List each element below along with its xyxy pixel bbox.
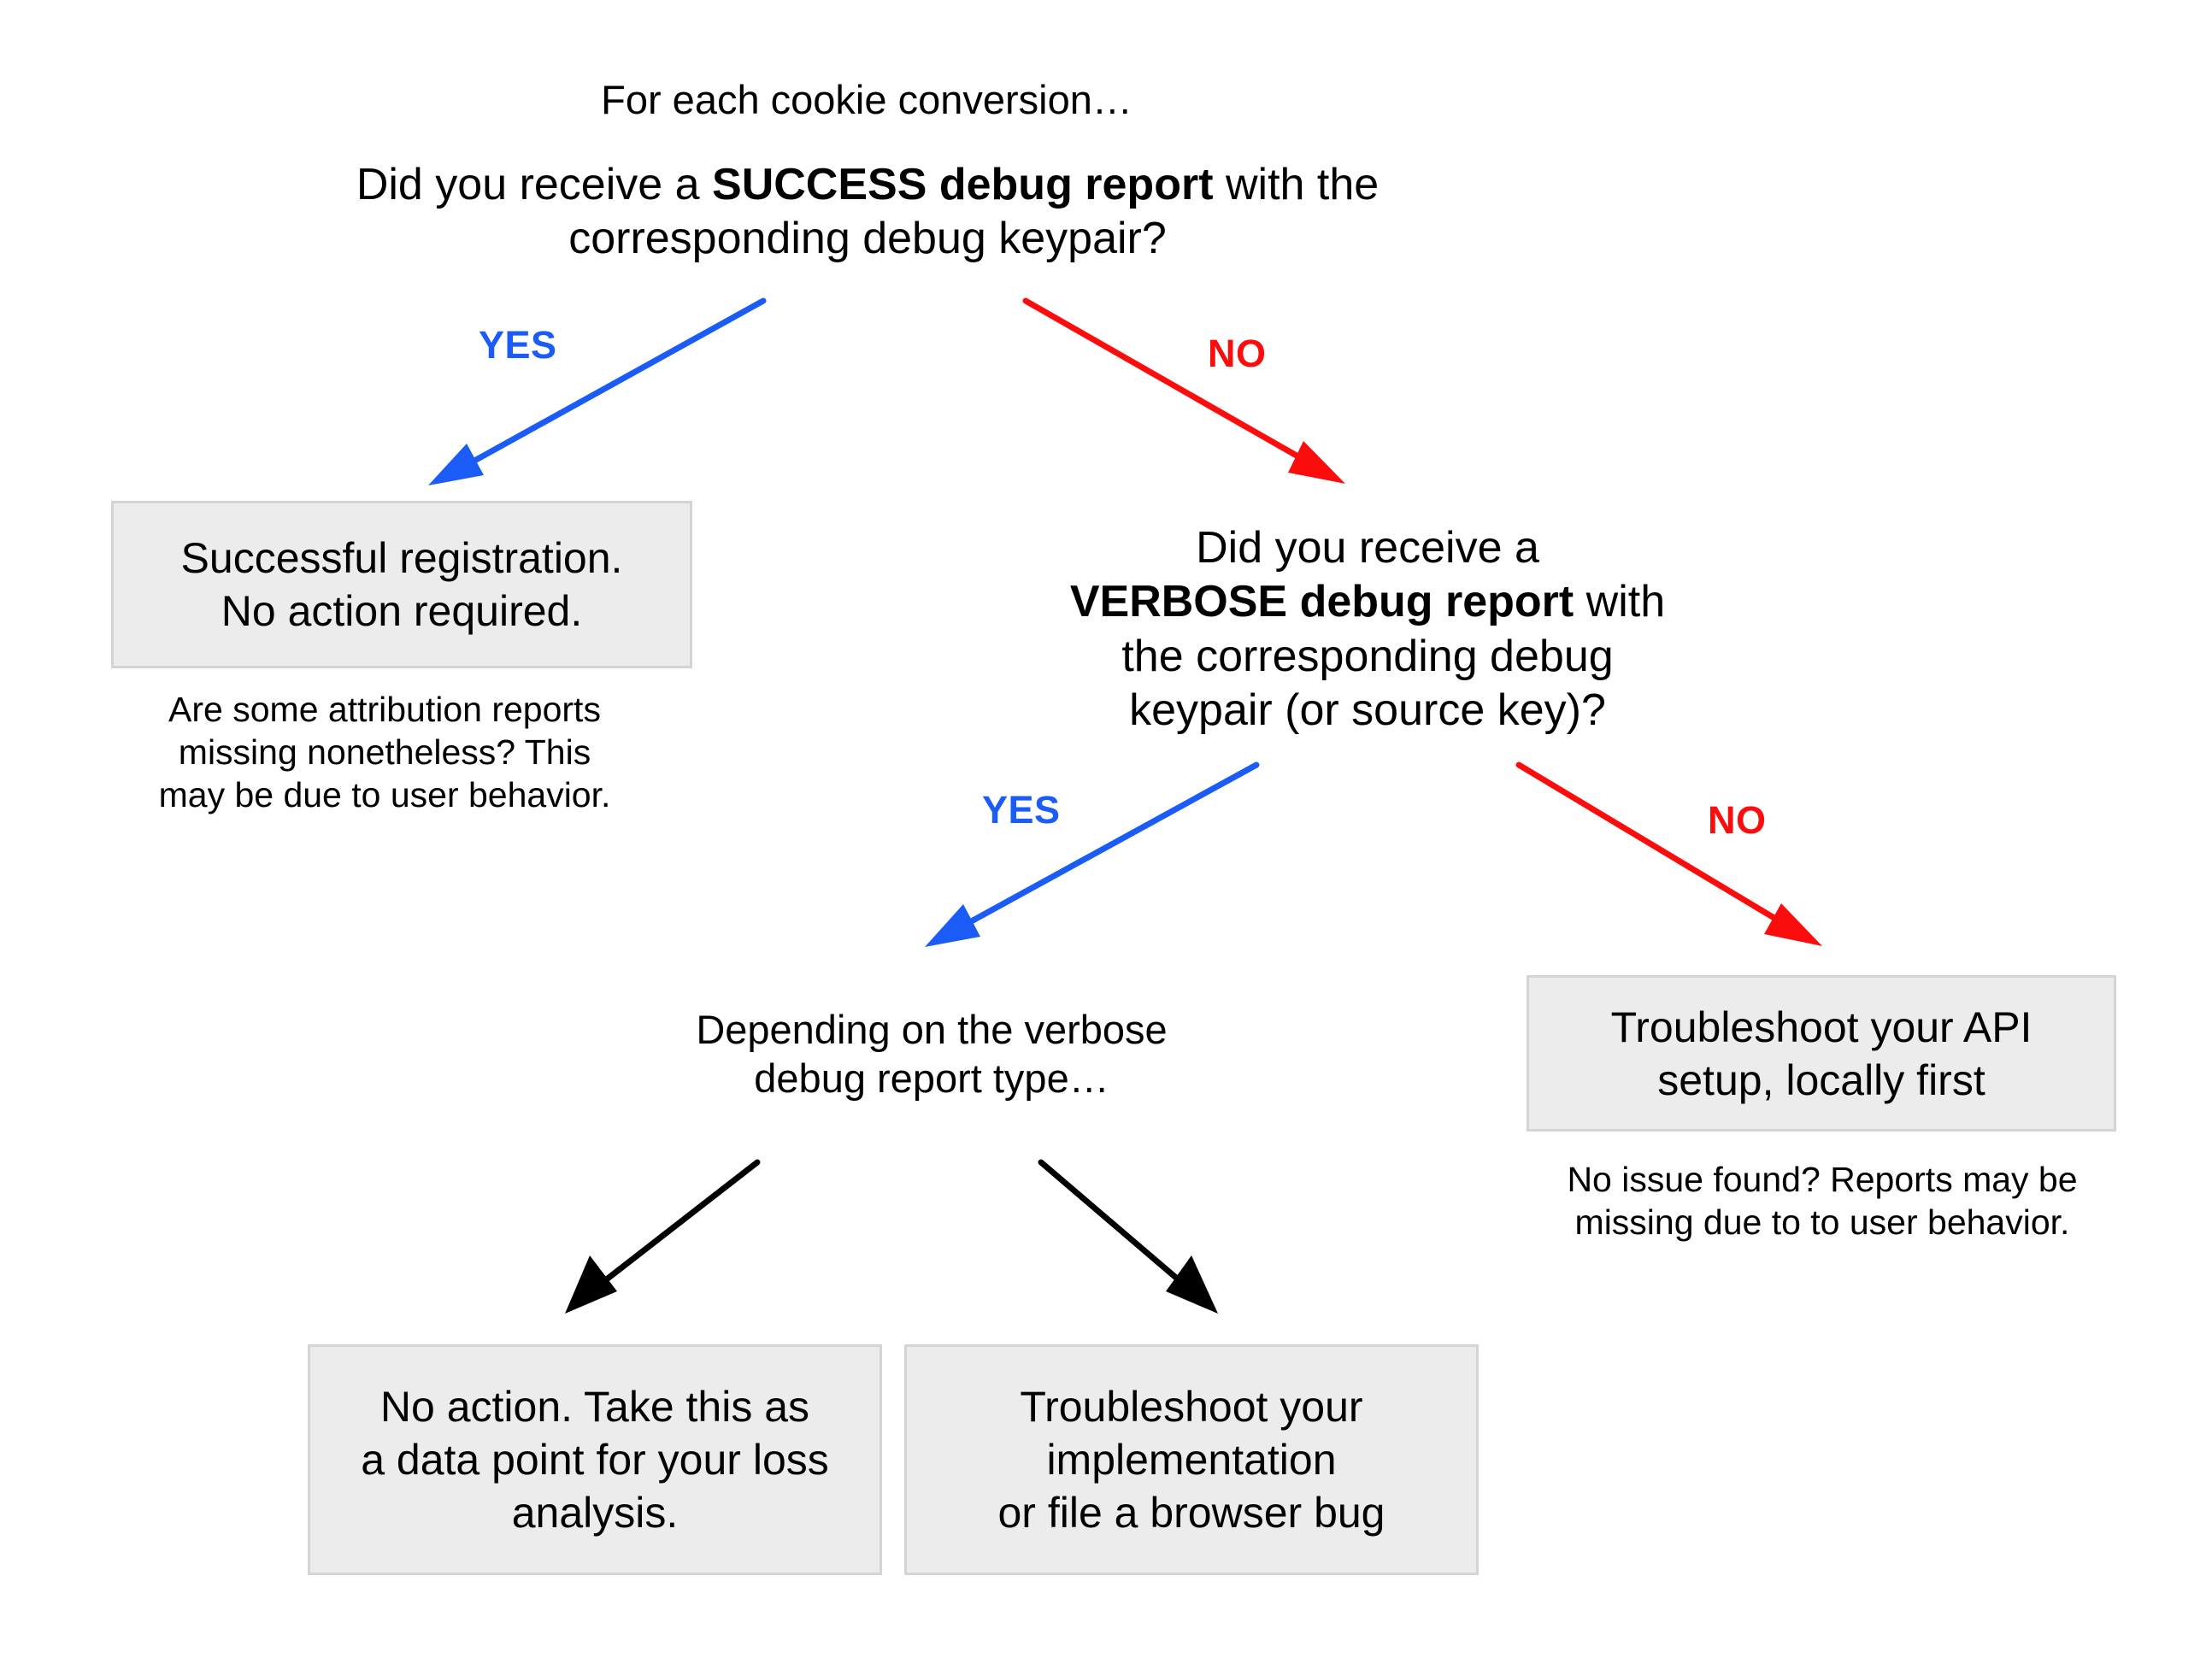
arrow-no-2 bbox=[1515, 761, 1822, 946]
edge-label-no-1: NO bbox=[1208, 332, 1267, 375]
box-troubleshoot-implementation: Troubleshoot your implementation or file… bbox=[904, 1344, 1479, 1575]
intro-text: For each cookie conversion… bbox=[601, 77, 1132, 122]
verbose-question-suffix: with the corresponding debug keypair (or… bbox=[1121, 577, 1666, 736]
box-no-action-loss-analysis: No action. Take this as a data point for… bbox=[308, 1344, 882, 1575]
box-successful-registration: Successful registration. No action requi… bbox=[111, 501, 692, 668]
root-question-emphasis: SUCCESS debug report bbox=[712, 160, 1214, 209]
arrow-to-implementation bbox=[1038, 1159, 1218, 1314]
verbose-question: Did you receive a VERBOSE debug report w… bbox=[974, 521, 1761, 738]
root-question: Did you receive a SUCCESS debug report w… bbox=[256, 158, 1479, 267]
edge-label-no-2: NO bbox=[1708, 798, 1767, 842]
arrow-to-no-action bbox=[565, 1159, 761, 1314]
note-attribution-reports: Are some attribution reports missing non… bbox=[158, 690, 611, 815]
edge-label-yes-2: YES bbox=[982, 788, 1061, 832]
arrow-no-1 bbox=[1022, 297, 1345, 484]
root-question-prefix: Did you receive a bbox=[356, 160, 713, 209]
verbose-question-prefix: Did you receive a bbox=[1196, 523, 1539, 573]
verbose-question-emphasis: VERBOSE debug report bbox=[1069, 577, 1574, 627]
root-question-suffix: with the corresponding debug keypair? bbox=[568, 160, 1380, 264]
edge-label-yes-1: YES bbox=[479, 323, 557, 367]
box-troubleshoot-api-setup: Troubleshoot your API setup, locally fir… bbox=[1527, 975, 2116, 1132]
depending-on-type-text: Depending on the verbose debug report ty… bbox=[696, 1007, 1168, 1102]
arrow-yes-2 bbox=[925, 761, 1260, 947]
note-no-issue-found: No issue found? Reports may be missing d… bbox=[1567, 1160, 2078, 1243]
